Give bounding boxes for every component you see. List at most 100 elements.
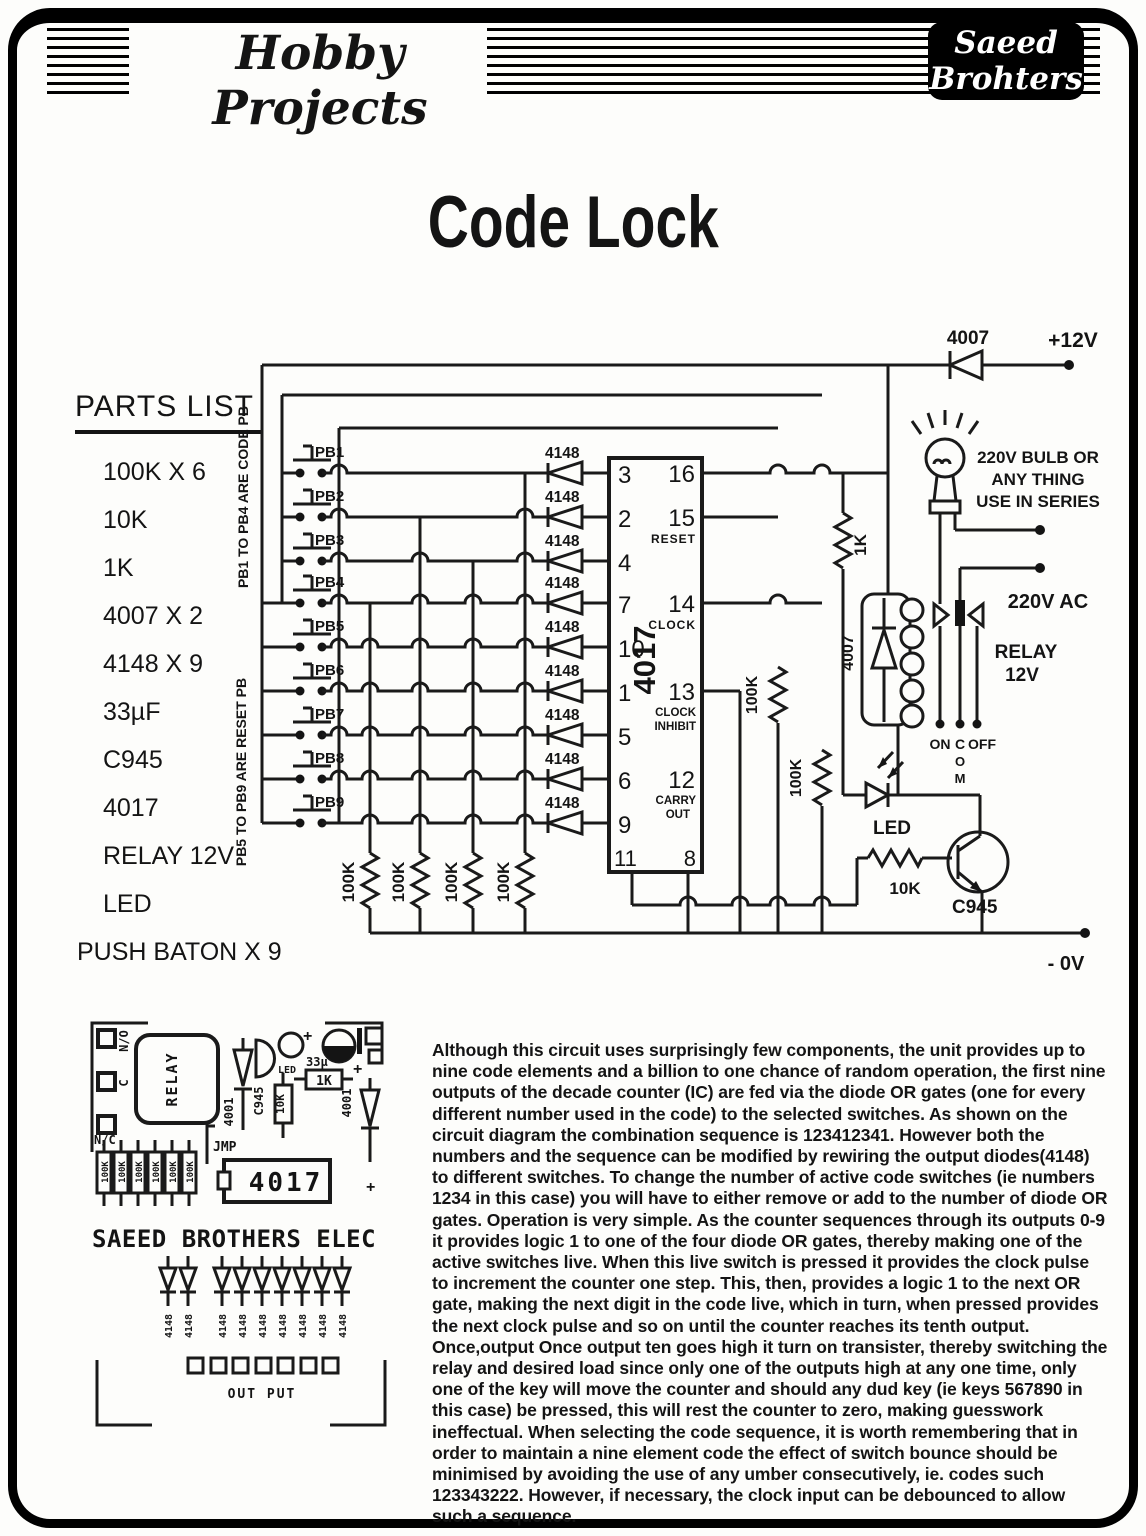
magazine-title: Hobby Projects	[212, 26, 428, 136]
pcb-4148-label: 4148	[278, 1314, 289, 1338]
pcb-led	[277, 1031, 305, 1059]
ic-pin: 8	[684, 846, 696, 871]
parts-item: RELAY 12V	[103, 842, 235, 870]
pb-label: PB4	[315, 574, 345, 591]
pcb-plus: +	[353, 1061, 362, 1078]
parts-item: 4007 X 2	[103, 602, 204, 630]
pcb-diode-4001	[232, 1048, 254, 1087]
parts-item: 4148 X 9	[103, 650, 204, 678]
ic-pin: 5	[618, 724, 631, 751]
pb-label: PB9	[315, 794, 344, 811]
pcb-pad	[209, 1356, 228, 1375]
masthead-lines-left	[47, 28, 129, 94]
base-res-label: 10K	[889, 879, 921, 898]
supply-diode-4007	[946, 348, 984, 382]
contact-com-o: O	[955, 754, 965, 769]
bulb-icon	[924, 437, 966, 479]
bulb-note: ANY THING	[991, 470, 1084, 489]
bulb-note: USE IN SERIES	[976, 492, 1100, 511]
terminal-ac2	[1035, 563, 1045, 573]
pcb-output-label: OUT PUT	[228, 1387, 297, 1402]
parts-item: 4017	[103, 794, 159, 822]
pcb-100k-label: 100K	[135, 1161, 145, 1183]
relay-volt-label: 12V	[1005, 665, 1039, 686]
pcb-relay-label: RELAY	[163, 1051, 181, 1106]
pullup-label: 100K	[442, 861, 461, 902]
pcb-4017-label: 4017	[249, 1168, 324, 1198]
pcb-pad	[299, 1356, 318, 1375]
led-transistor-section: LED 10K C945	[843, 750, 1010, 933]
relay-section: 4007 220V BULB OR ANY THING USE IN SERIE…	[840, 410, 1100, 795]
ic-pin-name: RESET	[651, 532, 696, 546]
ic-pin: 4	[618, 550, 631, 577]
code-bus-resistors: 100K 100K 100K 100K	[339, 473, 537, 933]
pullup-label: 100K	[744, 675, 761, 714]
supply-diode-label: 4007	[947, 328, 989, 349]
pcb-pad-c-label: C	[117, 1079, 131, 1086]
diode-label: 4148	[545, 795, 580, 812]
ic-right-wiring: 100K 100K 1K	[630, 463, 888, 933]
pcb-4148-label: 4148	[318, 1314, 329, 1338]
pcb-pad	[186, 1356, 205, 1375]
pcb-pad	[276, 1356, 295, 1375]
diode-label: 4148	[545, 619, 580, 636]
led-icon	[864, 780, 892, 810]
ic-pin: 13	[668, 679, 695, 706]
brand-logo: Saeed Brohters	[928, 22, 1084, 100]
ic-pin: 6	[618, 768, 631, 795]
pcb-100k-label: 100K	[118, 1161, 128, 1183]
ic-pin: 11	[614, 846, 637, 871]
pcb-pad	[96, 1114, 117, 1135]
pcb-4148-label: 4148	[164, 1314, 175, 1338]
ic-pin-name: CLOCK	[648, 618, 696, 632]
ic-pin: 2	[618, 506, 631, 533]
ic-pin: 7	[618, 592, 631, 619]
or-diodes: 4148 4148 4148 4148 4148 4148 4148 4148 …	[543, 445, 609, 837]
ic-pin-name: OUT	[666, 809, 690, 821]
pcb-4148-label: 4148	[338, 1314, 349, 1338]
pcb-maker-label: SAEED BROTHERS ELEC	[92, 1225, 376, 1253]
diode-label: 4148	[545, 445, 580, 462]
pcb-res-1k	[304, 1068, 344, 1091]
pb-label: PB6	[315, 662, 344, 679]
diode-label: 4148	[545, 751, 580, 768]
pcb-pad	[364, 1026, 384, 1046]
terminal-12v	[1064, 360, 1074, 370]
pcb-pad	[367, 1048, 384, 1065]
pullup-label: 100K	[389, 861, 408, 902]
pcb-10k-label: 10K	[274, 1094, 287, 1114]
pcb-res-10k	[273, 1083, 294, 1125]
pcb-100k-label: 100K	[186, 1161, 196, 1183]
contact-off-label: OFF	[968, 736, 996, 752]
bulb-note: 220V BULB OR	[977, 448, 1099, 467]
pcb-100k-label: 100K	[152, 1161, 162, 1183]
parts-item: 1K	[103, 554, 134, 582]
pcb-4148-label: 4148	[258, 1314, 269, 1338]
pb-label: PB2	[315, 488, 344, 505]
pb-label: PB1	[315, 444, 344, 461]
pcb-1k-label: 1K	[316, 1074, 332, 1089]
pcb-transistor	[254, 1038, 276, 1079]
ic-pin: 16	[668, 461, 695, 488]
pcb-pad	[96, 1071, 117, 1092]
pcb-4148-label: 4148	[238, 1314, 249, 1338]
diode-label: 4148	[545, 575, 580, 592]
pcb-jmp-label: JMP	[213, 1140, 237, 1155]
brand-line2: Brohters	[929, 61, 1083, 97]
pcb-c945-label: C945	[252, 1087, 266, 1116]
pcb-pad-nc-label: N/C	[94, 1133, 116, 1147]
diode-label: 4148	[545, 663, 580, 680]
pb-label: PB8	[315, 750, 344, 767]
power-rails: 4007 +12V	[260, 328, 1098, 823]
parts-item: 10K	[103, 506, 148, 534]
transistor-label: C945	[952, 897, 998, 918]
led-label: LED	[873, 818, 911, 839]
pcb-plus: +	[303, 1028, 312, 1045]
contact-on-label: ON	[930, 736, 951, 752]
diode-label: 4148	[545, 533, 580, 550]
parts-item: 100K X 6	[103, 458, 206, 486]
pcb-diode-4001	[359, 1088, 381, 1127]
pb-label: PB7	[315, 706, 344, 723]
pcb-pad	[254, 1356, 273, 1375]
parts-item: 33µF	[103, 698, 161, 726]
